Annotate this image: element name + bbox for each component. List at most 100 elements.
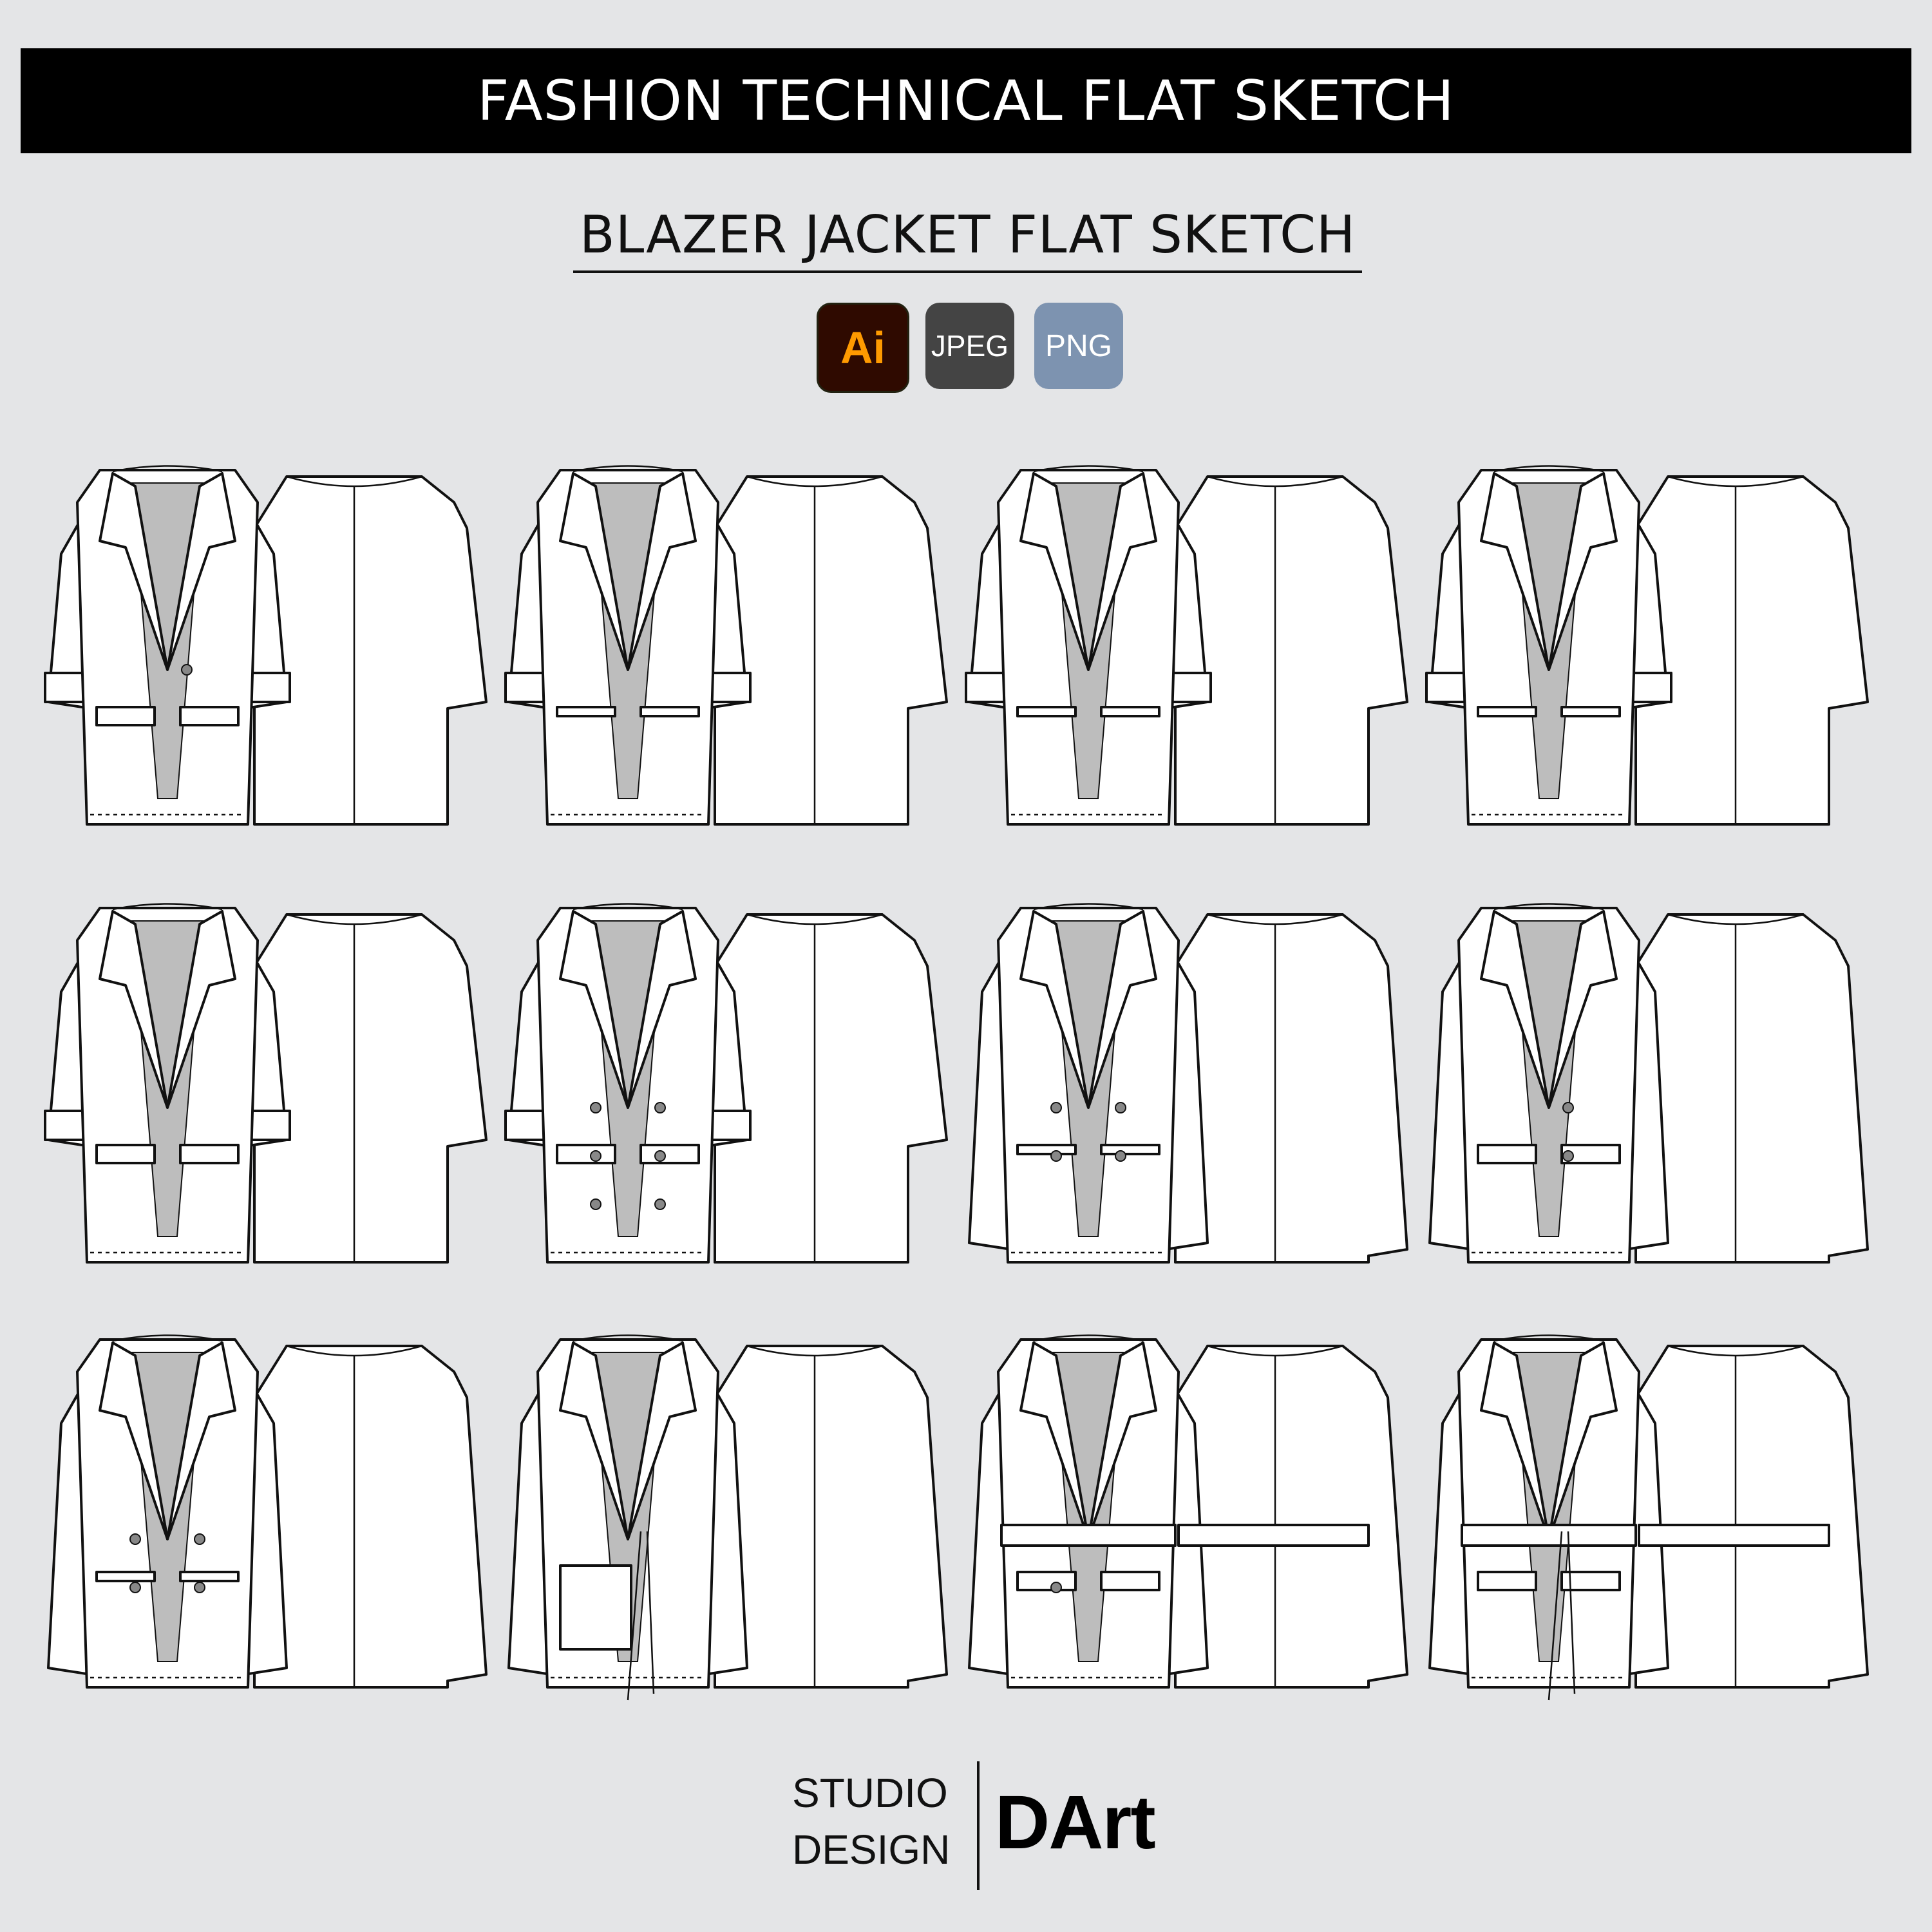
lining <box>1512 1352 1586 1662</box>
right-lapel <box>627 472 697 671</box>
lining <box>1052 1352 1125 1662</box>
back-view <box>1634 913 1869 1264</box>
left-lapel <box>99 910 169 1109</box>
back-view <box>253 1345 488 1689</box>
right-pocket <box>1560 1571 1621 1591</box>
blazer-sketch-3 <box>965 465 1408 826</box>
lining <box>591 1352 665 1662</box>
blazer-sketch-7 <box>968 903 1408 1264</box>
patch-pocket <box>559 1564 632 1651</box>
right-lapel <box>166 910 236 1109</box>
right-pocket <box>1100 1571 1160 1591</box>
section-title-text: BLAZER JACKET FLAT SKETCH <box>579 204 1356 265</box>
left-lapel <box>1019 910 1090 1109</box>
back-collar <box>746 1345 883 1357</box>
front-collar <box>1493 465 1604 473</box>
button <box>654 1150 666 1162</box>
button <box>194 1582 205 1593</box>
button <box>1562 1102 1574 1113</box>
front-collar <box>573 903 683 911</box>
lining <box>131 1352 204 1662</box>
left-lapel <box>559 472 629 671</box>
right-lapel <box>1087 472 1157 671</box>
right-lapel <box>1087 1341 1157 1540</box>
right-pocket <box>1100 706 1160 717</box>
format-label-jpeg: JPEG <box>931 329 1009 363</box>
png-file-icon: PNG <box>1034 303 1123 389</box>
page-title-bar: FASHION TECHNICAL FLAT SKETCH <box>21 48 1911 153</box>
right-pocket <box>639 706 700 717</box>
right-lapel <box>166 1341 236 1540</box>
right-pocket <box>179 706 240 726</box>
right-lapel <box>1548 910 1618 1109</box>
studio-line-2: DESIGN <box>792 1826 951 1873</box>
back-collar <box>1207 1345 1343 1357</box>
back-collar <box>1667 1345 1804 1357</box>
button <box>590 1198 601 1210</box>
left-lapel <box>1019 472 1090 671</box>
left-lapel <box>1480 1341 1550 1540</box>
jpeg-file-icon: JPEG <box>925 303 1014 389</box>
right-pocket <box>179 1571 240 1582</box>
section-title: BLAZER JACKET FLAT SKETCH <box>573 198 1362 273</box>
format-label-ai: Ai <box>840 323 886 373</box>
front-collar <box>573 1334 683 1342</box>
blazer-sketch-11 <box>968 1334 1408 1689</box>
left-pocket <box>1016 1144 1077 1155</box>
back-collar <box>286 475 422 488</box>
button <box>1050 1102 1062 1113</box>
left-pocket <box>95 1571 156 1582</box>
right-pocket <box>639 1144 700 1164</box>
button <box>654 1198 666 1210</box>
front-collar <box>1033 1334 1144 1342</box>
left-pocket <box>1016 1571 1077 1591</box>
back-collar <box>1207 913 1343 925</box>
blazer-sketch-6 <box>504 903 948 1264</box>
left-pocket <box>1477 1571 1537 1591</box>
left-pocket <box>95 706 156 726</box>
button <box>654 1102 666 1113</box>
brand-logo: DArt <box>995 1780 1156 1865</box>
left-pocket <box>95 1144 156 1164</box>
back-view <box>1174 1345 1408 1689</box>
right-pocket <box>1100 1144 1160 1155</box>
blazer-sketch-4 <box>1425 465 1869 826</box>
back-collar <box>286 913 422 925</box>
front-collar <box>1033 465 1144 473</box>
adobe-illustrator-icon: Ai <box>817 303 909 393</box>
back-view <box>253 475 488 826</box>
button <box>1562 1150 1574 1162</box>
left-pocket <box>1016 706 1077 717</box>
studio-label: STUDIO DESIGN <box>792 1765 972 1878</box>
left-lapel <box>1019 1341 1090 1540</box>
back-view <box>714 475 948 826</box>
left-lapel <box>99 472 169 671</box>
blazer-sketch-8 <box>1428 903 1869 1264</box>
right-lapel <box>1548 472 1618 671</box>
back-view <box>1174 475 1408 826</box>
back-collar <box>1207 475 1343 488</box>
back-collar <box>286 1345 422 1357</box>
back-view <box>1634 475 1869 826</box>
back-collar <box>746 475 883 488</box>
blazer-sketch-9 <box>47 1334 488 1689</box>
left-pocket <box>556 1144 616 1164</box>
format-label-png: PNG <box>1045 328 1112 363</box>
back-view <box>714 913 948 1264</box>
right-lapel <box>166 472 236 671</box>
button <box>1115 1102 1126 1113</box>
front-collar <box>1033 903 1144 911</box>
button <box>1050 1150 1062 1162</box>
button <box>129 1533 141 1545</box>
back-view <box>1634 1345 1869 1689</box>
button <box>1115 1150 1126 1162</box>
footer-divider <box>977 1761 980 1890</box>
back-collar <box>746 913 883 925</box>
front-belt <box>1461 1524 1637 1547</box>
right-pocket <box>179 1144 240 1164</box>
button <box>1050 1582 1062 1593</box>
button <box>590 1150 601 1162</box>
belt-tie <box>627 1531 655 1701</box>
back-collar <box>1667 475 1804 488</box>
